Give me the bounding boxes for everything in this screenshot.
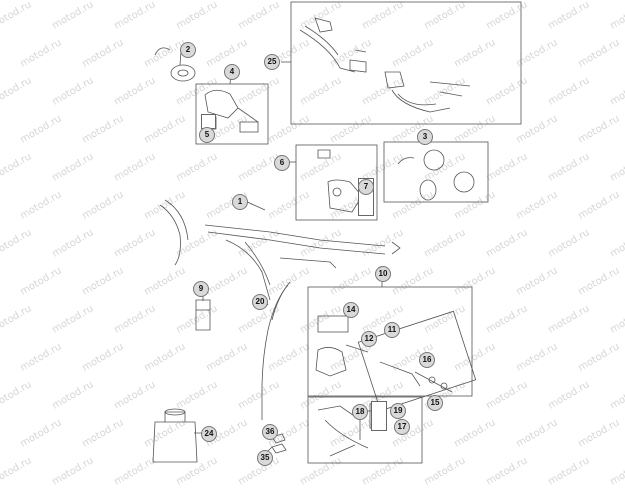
callout-2: 2 [180,42,196,58]
callout-36: 36 [262,424,278,440]
callout-35: 35 [257,450,273,466]
group-box-4 [195,83,269,145]
callout-15: 15 [427,395,443,411]
callout-11: 11 [384,322,400,338]
callout-3: 3 [417,129,433,145]
callout-17: 17 [394,419,410,435]
callout-19: 19 [390,403,406,419]
callout-18: 18 [352,404,368,420]
callout-14: 14 [343,302,359,318]
callout-24: 24 [201,426,217,442]
callout-7: 7 [358,179,374,195]
callout-9: 9 [193,281,209,297]
callout-1: 1 [232,194,248,210]
callout-12: 12 [361,331,377,347]
callout-20: 20 [252,294,268,310]
callout-10: 10 [375,266,391,282]
group-box-bottom [307,396,423,464]
group-box-25 [290,1,522,125]
callout-25: 25 [264,54,280,70]
callout-16: 16 [419,352,435,368]
callout-6: 6 [274,155,290,171]
group-box-6 [295,144,378,221]
diagram-drawing [152,1,522,464]
callout-4: 4 [224,64,240,80]
marker-box-18 [371,401,387,431]
group-box-11 [357,310,477,412]
group-box-10 [307,286,473,397]
callout-5: 5 [199,127,215,143]
group-box-3 [383,141,489,203]
